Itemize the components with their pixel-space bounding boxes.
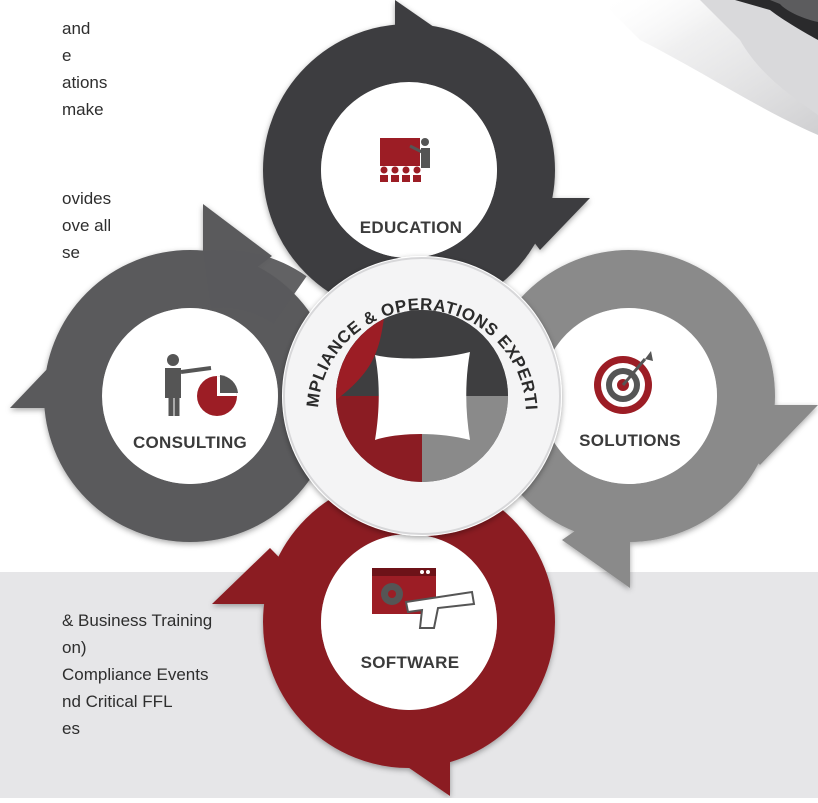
consultant-chart-icon (165, 354, 238, 416)
bottom-line: on) (62, 638, 87, 657)
bottom-line: es (62, 719, 80, 738)
consulting-label: CONSULTING (133, 433, 247, 452)
software-disc (321, 534, 497, 710)
intro-line: se (62, 243, 80, 262)
consulting-disc (102, 308, 278, 484)
solutions-label: SOLUTIONS (579, 431, 681, 450)
bottom-line: & Business Training (62, 611, 213, 630)
intro-line: and (62, 19, 91, 38)
intro-line: make (62, 100, 104, 119)
software-gun-icon (372, 568, 476, 629)
intro-line: ovides (62, 189, 112, 208)
presentation-icon (380, 138, 430, 182)
intro-line: ations (62, 73, 108, 92)
intro-line: e (62, 46, 72, 65)
intro-line: ove all (62, 216, 112, 235)
background-photo-corner (600, 0, 818, 135)
target-icon (594, 351, 653, 414)
software-label: SOFTWARE (361, 653, 460, 672)
bottom-line: nd Critical FFL (62, 692, 173, 711)
bottom-line: Compliance Events (62, 665, 209, 684)
education-label: EDUCATION (360, 218, 463, 237)
